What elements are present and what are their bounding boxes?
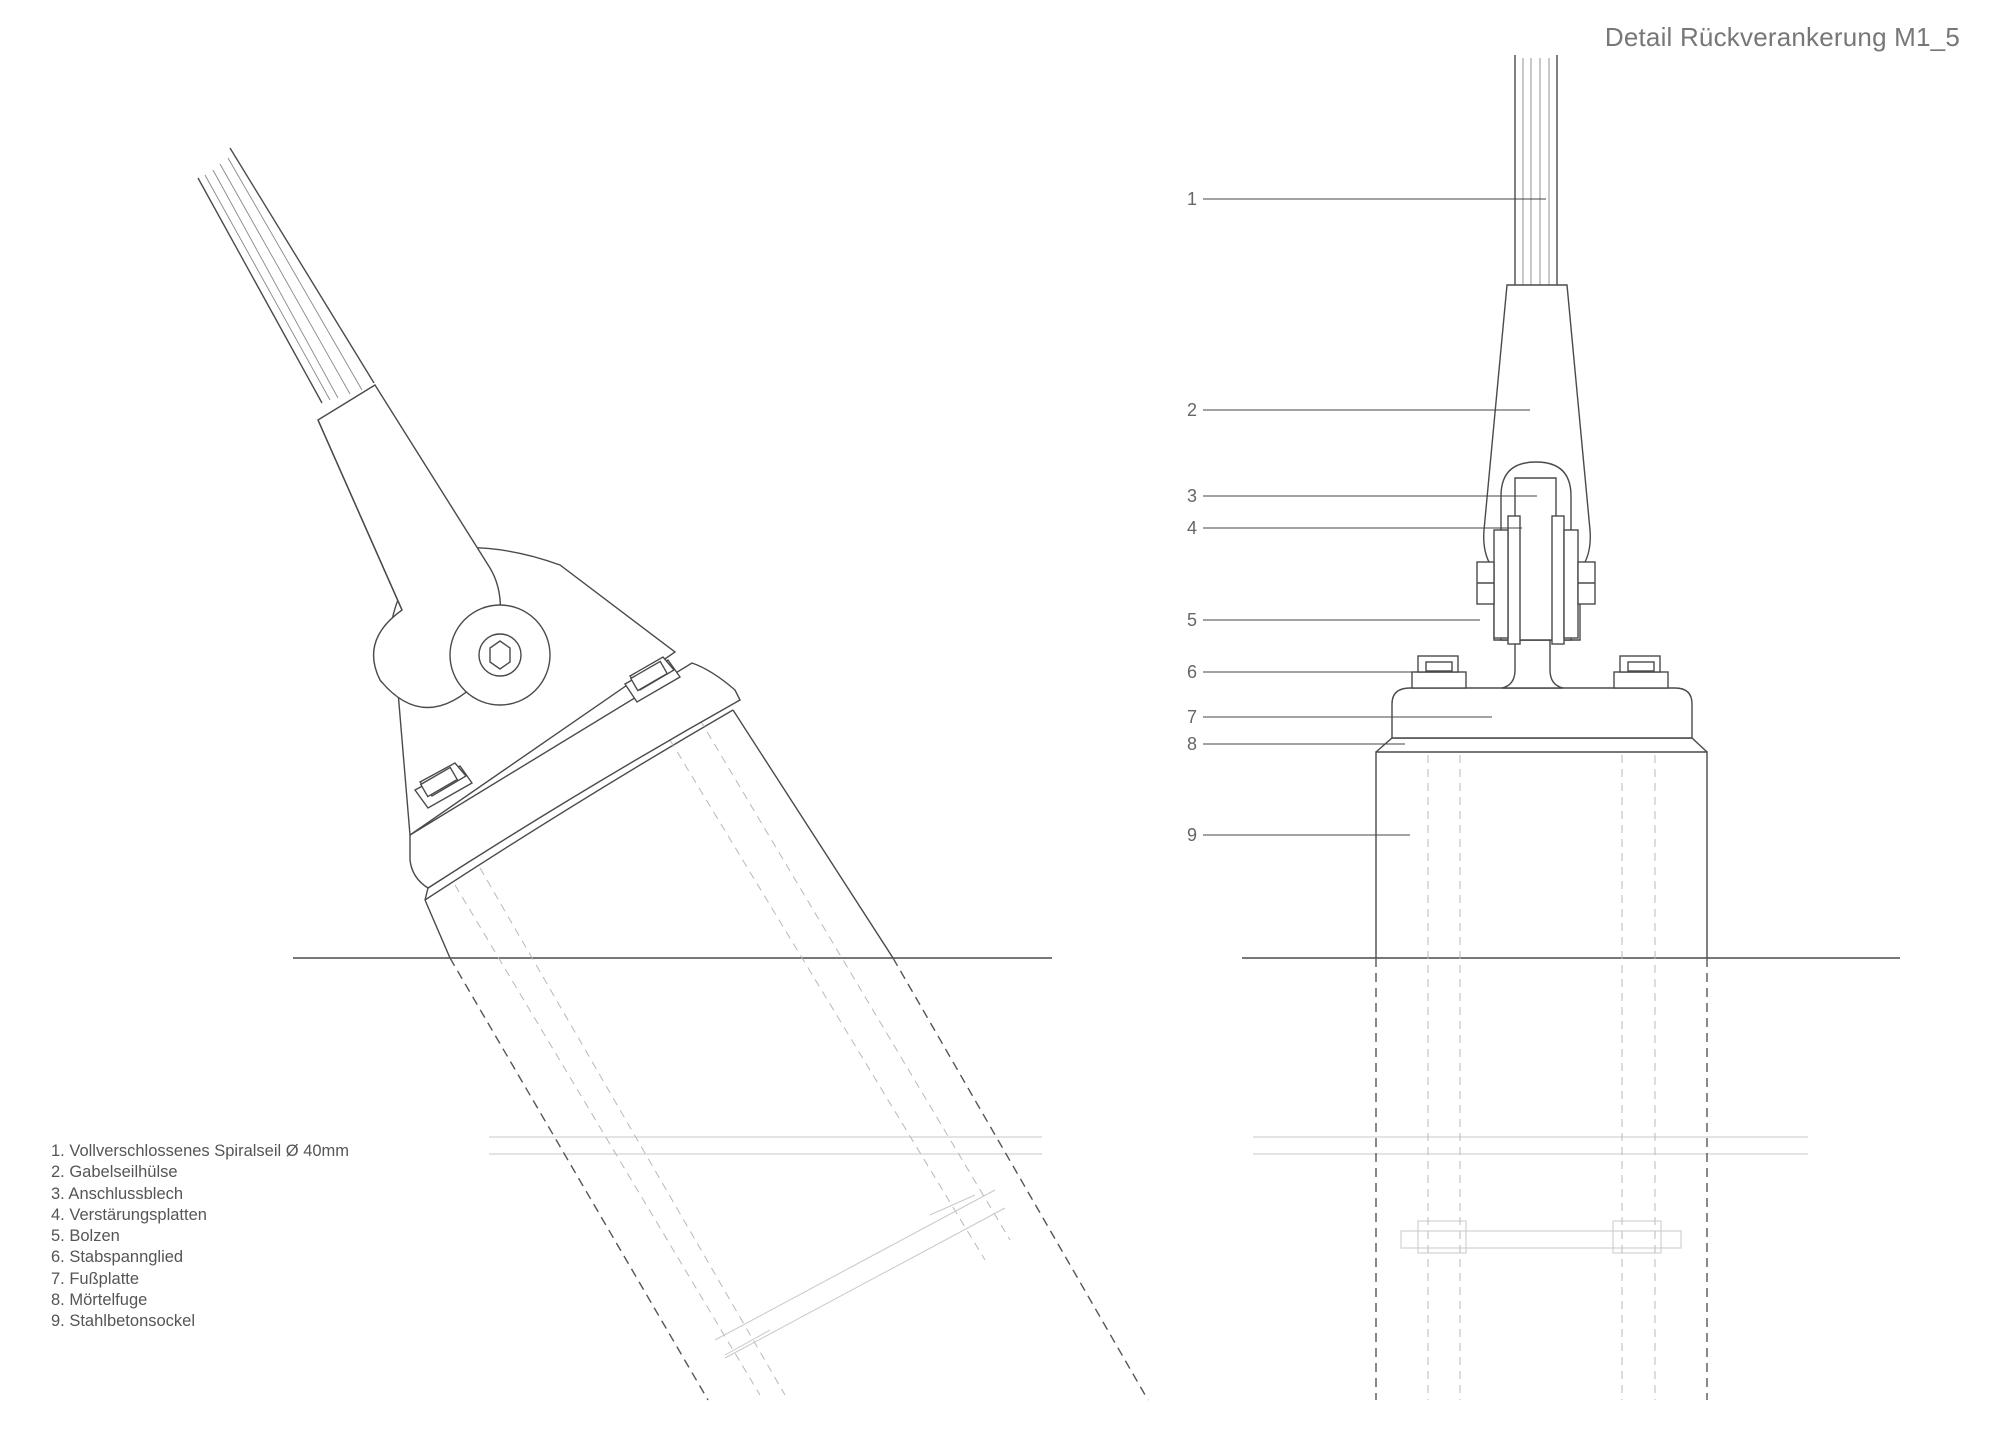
legend-item: 8. Mörtelfuge [51, 1291, 148, 1310]
reinforcement-plate [1507, 515, 1521, 645]
legend-item: 4. Verstärungsplatten [51, 1205, 207, 1224]
grout-joint-elevation [1375, 737, 1708, 753]
legend-item: 7. Fußplatte [51, 1269, 140, 1288]
callout-number: 6 [1187, 662, 1197, 682]
bolt-inclined-left [413, 762, 474, 809]
bolt-elevation-left [1411, 655, 1467, 689]
concrete-base-inclined [424, 709, 1149, 1401]
elevation-view: 1 2 3 4 5 6 7 8 9 [1187, 55, 1900, 1400]
legend-item: 3. Anschlussblech [51, 1184, 184, 1203]
fork-socket-inclined [317, 384, 502, 709]
foot-plate-elevation [1391, 687, 1693, 739]
pin-inclined [449, 604, 551, 706]
callout-number: 9 [1187, 825, 1197, 845]
callout-number: 1 [1187, 189, 1197, 209]
legend-item: 1. Vollverschlossenes Spiralseil Ø 40mm [51, 1142, 350, 1160]
callout-number: 4 [1187, 518, 1197, 538]
anchor-plate-elevation [1514, 477, 1557, 641]
callout-number: 3 [1187, 486, 1197, 506]
legend-item: 9. Stahlbetonsockel [51, 1312, 196, 1331]
callout-number: 2 [1187, 400, 1197, 420]
bolt-elevation-right [1613, 655, 1669, 689]
legend-item: 2. Gabelseilhülse [51, 1163, 178, 1182]
legend: 1. Vollverschlossenes Spiralseil Ø 40mm … [51, 1141, 349, 1333]
legend-item: 6. Stabspannglied [51, 1248, 184, 1267]
spiral-cable-inclined [197, 147, 375, 404]
spiral-cable-elevation [1514, 55, 1558, 285]
legend-item: 5. Bolzen [51, 1227, 120, 1246]
inclined-view [197, 147, 1149, 1401]
callout-leaders [1203, 198, 1546, 836]
concrete-base-elevation [1375, 751, 1708, 1400]
reinforcement-plate [1551, 515, 1565, 645]
foot-plate-inclined [409, 662, 741, 889]
callout-number: 5 [1187, 610, 1197, 630]
callout-number: 8 [1187, 734, 1197, 754]
bolt-inclined-right [623, 656, 682, 703]
callout-number: 7 [1187, 707, 1197, 727]
drawing-title: Detail Rückverankerung M1_5 [1604, 22, 1960, 52]
